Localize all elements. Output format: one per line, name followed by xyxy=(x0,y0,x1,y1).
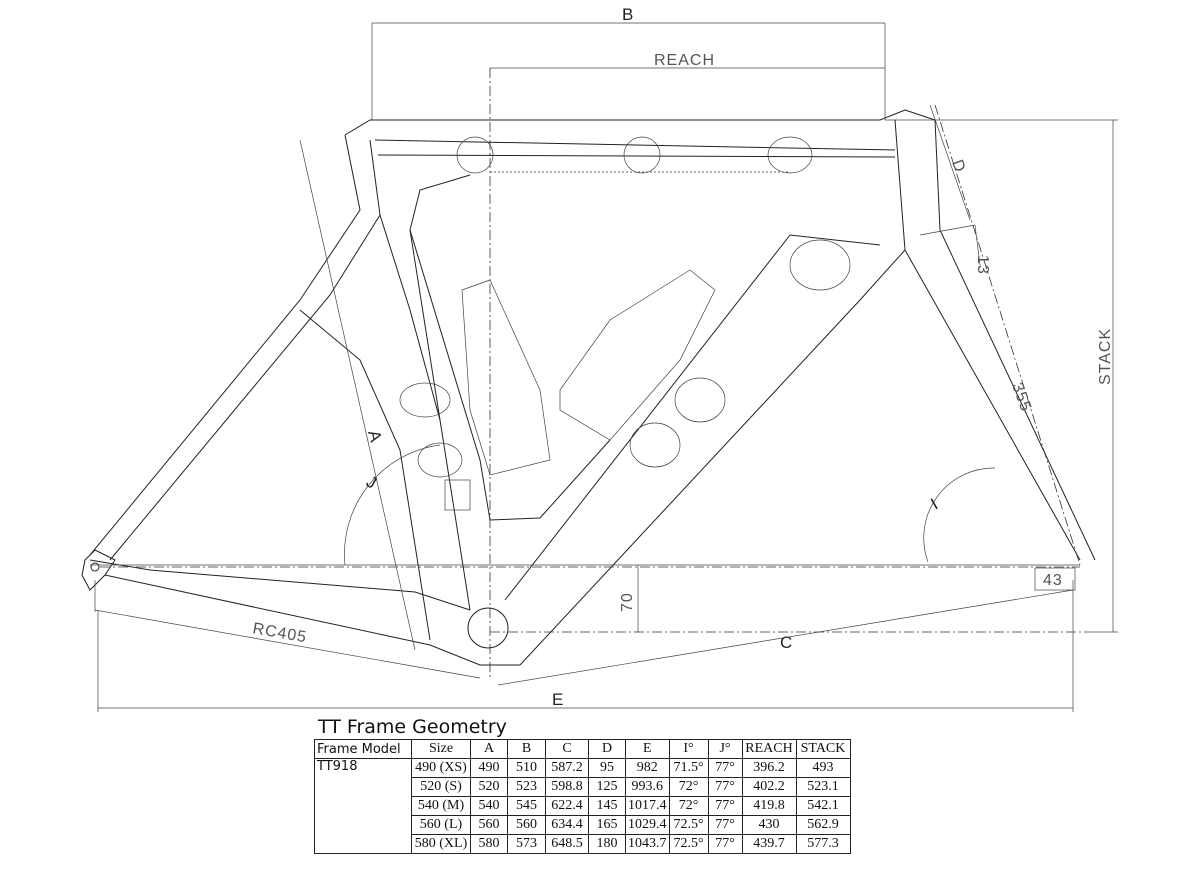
table-cell: 580 (XL) xyxy=(411,834,471,854)
table-cell: 542.1 xyxy=(795,796,851,816)
table-cell: 520 xyxy=(470,777,508,797)
label-stack: STACK xyxy=(1097,328,1114,385)
table-cell: 71.5° xyxy=(668,758,709,778)
label-c: C xyxy=(780,633,792,652)
dimension-reach: REACH xyxy=(489,52,885,680)
table-cell: 77° xyxy=(707,815,743,835)
dimension-a: A xyxy=(299,139,416,651)
table-cell: 993.6 xyxy=(625,777,670,797)
table-cell: 72.5° xyxy=(668,834,709,854)
table-cell: 180 xyxy=(588,834,626,854)
geometry-table: Frame Model Size A B C D E I° J° REACH S… xyxy=(314,739,851,854)
table-cell: 510 xyxy=(507,758,546,778)
header-c: C xyxy=(545,739,589,759)
table-cell: 490 (XS) xyxy=(411,758,471,778)
bottom-bracket-icon xyxy=(467,607,509,649)
table-cell: 577.3 xyxy=(795,834,851,854)
table-cell: 523.1 xyxy=(795,777,851,797)
label-43: 43 xyxy=(1043,572,1063,589)
table-cell: 439.7 xyxy=(741,834,797,854)
table-cell: 523 xyxy=(507,777,546,797)
table-cell: 1017.4 xyxy=(625,796,670,816)
table-cell: 545 xyxy=(507,796,546,816)
dimension-c: C xyxy=(490,631,1085,652)
dimension-e: E xyxy=(97,580,1074,712)
table-cell: 402.2 xyxy=(741,777,797,797)
label-a: A xyxy=(364,428,385,445)
label-reach: REACH xyxy=(654,52,715,69)
frame-model-cell: TT918 xyxy=(314,758,412,854)
table-cell: 77° xyxy=(707,758,743,778)
table-cell: 72° xyxy=(668,796,709,816)
table-cell: 77° xyxy=(707,834,743,854)
geometry-table-title: TT Frame Geometry xyxy=(318,716,507,738)
label-e: E xyxy=(552,690,563,709)
table-cell: 419.8 xyxy=(741,796,797,816)
table-cell: 72.5° xyxy=(668,815,709,835)
header-d: D xyxy=(588,739,626,759)
table-cell: 598.8 xyxy=(545,777,589,797)
table-cell: 560 xyxy=(470,815,508,835)
table-cell: 95 xyxy=(588,758,626,778)
table-cell: 560 (L) xyxy=(411,815,471,835)
header-b: B xyxy=(507,739,546,759)
table-cell: 540 xyxy=(470,796,508,816)
table-cell: 560 xyxy=(507,815,546,835)
table-cell: 580 xyxy=(470,834,508,854)
header-a: A xyxy=(470,739,508,759)
header-stack: STACK xyxy=(795,739,851,759)
angle-j: J xyxy=(344,444,441,566)
label-13: 13 xyxy=(974,255,991,275)
frame-geometry-drawing: B REACH STACK xyxy=(81,5,1118,712)
table-cell: 77° xyxy=(707,777,743,797)
header-size: Size xyxy=(411,739,471,759)
table-cell: 72° xyxy=(668,777,709,797)
dimension-d: D 13 xyxy=(919,104,991,275)
table-cell: 77° xyxy=(707,796,743,816)
table-cell: 648.5 xyxy=(545,834,589,854)
header-frame-model: Frame Model xyxy=(314,739,412,759)
table-cell: 1029.4 xyxy=(625,815,670,835)
dimension-43: 43 xyxy=(1034,567,1076,591)
dimension-70: 70 xyxy=(619,565,639,632)
header-e: E xyxy=(625,739,670,759)
header-j: J° xyxy=(707,739,743,759)
table-cell: 587.2 xyxy=(545,758,589,778)
table-cell: 165 xyxy=(588,815,626,835)
table-cell: 145 xyxy=(588,796,626,816)
label-355: 355 xyxy=(1008,381,1034,415)
table-cell: 493 xyxy=(795,758,851,778)
dimension-stack: STACK xyxy=(885,119,1118,633)
header-reach: REACH xyxy=(741,739,797,759)
table-cell: 1043.7 xyxy=(625,834,670,854)
table-cell: 430 xyxy=(741,815,797,835)
table-cell: 622.4 xyxy=(545,796,589,816)
table-cell: 520 (S) xyxy=(411,777,471,797)
header-i: I° xyxy=(668,739,709,759)
table-cell: 125 xyxy=(588,777,626,797)
table-cell: 396.2 xyxy=(741,758,797,778)
label-d: D xyxy=(948,158,968,176)
table-cell: 562.9 xyxy=(795,815,851,835)
frame-outline xyxy=(81,104,1096,666)
table-cell: 982 xyxy=(625,758,670,778)
table-header-row: Frame Model Size A B C D E I° J° REACH S… xyxy=(314,739,851,759)
table-cell: 490 xyxy=(470,758,508,778)
angle-i: I xyxy=(923,467,996,563)
table-cell: 573 xyxy=(507,834,546,854)
label-70: 70 xyxy=(619,592,636,612)
table-cell: 540 (M) xyxy=(411,796,471,816)
label-b: B xyxy=(622,5,633,24)
table-cell: 634.4 xyxy=(545,815,589,835)
dimension-b: B xyxy=(371,5,886,120)
